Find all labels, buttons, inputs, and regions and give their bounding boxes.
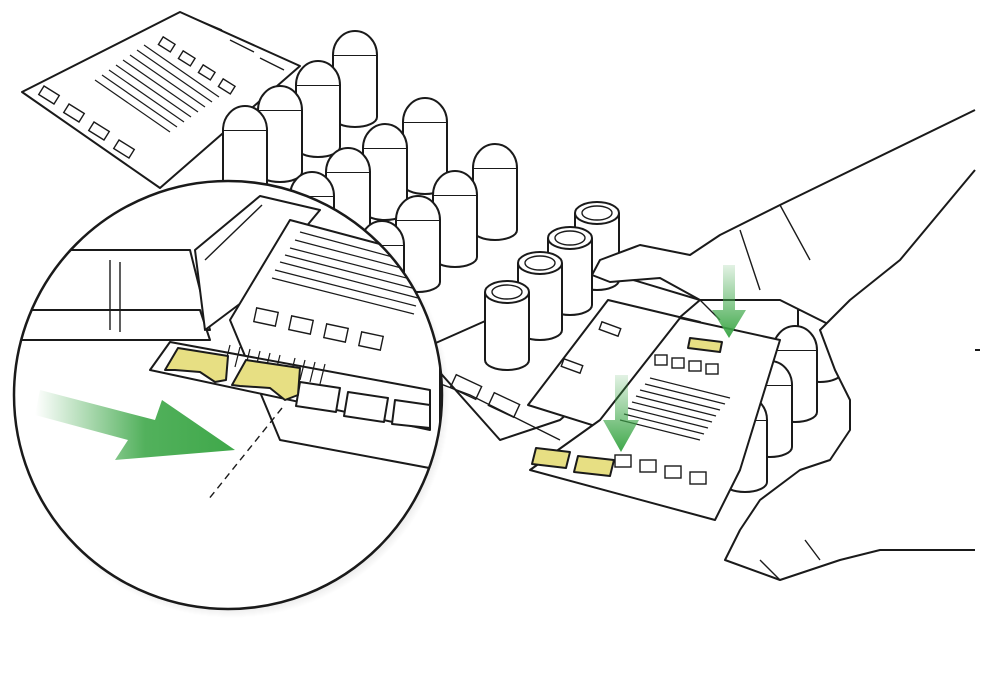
latch-icon (531, 447, 571, 469)
fan-cylinder (472, 143, 518, 241)
chassis-board-rear (21, 11, 301, 189)
fan-cylinder (332, 30, 378, 128)
latch-icon (164, 347, 229, 383)
hand-icon (591, 109, 980, 581)
insert-arrow-icon (603, 265, 746, 452)
fan-module-tray (527, 299, 781, 521)
latch-icon (687, 337, 723, 353)
fan-cylinder (402, 97, 448, 195)
latch-icon (573, 455, 615, 477)
latch-icon (231, 359, 301, 401)
open-fan-sockets (484, 201, 620, 371)
magnifier-callout-icon (12, 179, 450, 618)
fan-cylinder (257, 85, 303, 183)
fan-cylinder (362, 123, 408, 221)
